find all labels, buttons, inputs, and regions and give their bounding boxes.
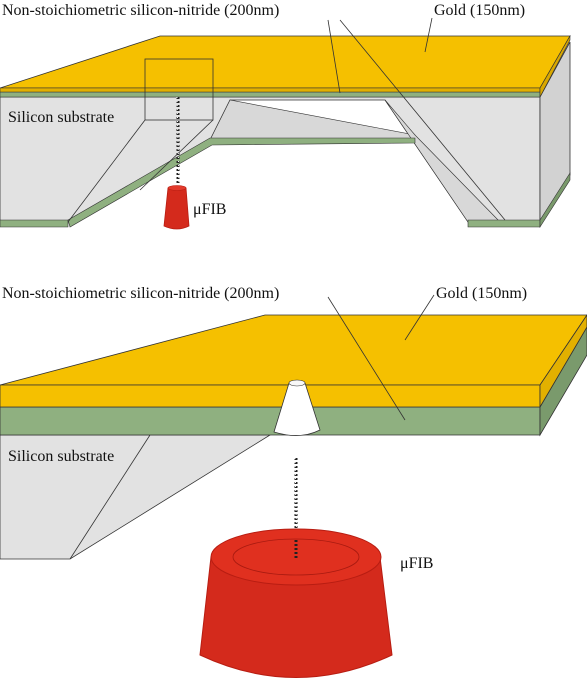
bottom-nitride-label: Non-stoichiometric silicon-nitride (200n… <box>2 285 279 302</box>
top-gold-label: Gold (150nm) <box>434 2 525 19</box>
fib-source-icon <box>199 556 393 678</box>
bottom-nitride-layer <box>0 406 541 436</box>
top-zoom-guide-left <box>67 119 146 223</box>
bottom-gold-edge <box>0 384 541 408</box>
top-gold-surface <box>0 35 571 89</box>
bottom-substrate-label: Silicon substrate <box>8 448 114 465</box>
top-substrate-label: Silicon substrate <box>8 109 114 126</box>
top-gold-side <box>539 34 571 98</box>
fib-source-icon <box>163 187 190 230</box>
top-gold-edge <box>0 87 541 93</box>
top-gold-leader <box>424 17 433 53</box>
bottom-gold-leader <box>404 294 435 341</box>
bottom-fib-label: μFIB <box>400 555 433 572</box>
top-nitride-leader <box>327 19 341 94</box>
bottom-gold-label: Gold (150nm) <box>436 285 527 302</box>
top-zoom-box <box>144 58 214 121</box>
top-panel: Non-stoichiometric silicon-nitride (200n… <box>0 2 571 230</box>
top-pit-left-face <box>209 99 416 141</box>
top-nitride-slope <box>67 137 416 228</box>
bottom-substrate-guide <box>69 434 151 560</box>
top-nitride-label: Non-stoichiometric silicon-nitride (200n… <box>2 2 279 19</box>
bottom-gold-surface <box>0 314 587 386</box>
bottom-gold-side <box>539 314 587 409</box>
top-nitride-bottom-right <box>467 219 541 228</box>
bottom-panel: Non-stoichiometric silicon-nitride (200n… <box>0 285 587 678</box>
top-nitride-bottom-left <box>0 219 69 228</box>
top-fib-label: μFIB <box>193 201 226 218</box>
top-nitride-leader-2 <box>339 19 506 221</box>
bottom-nitride-leader <box>327 296 406 421</box>
top-nitride-layer <box>0 91 541 98</box>
fib-aperture <box>232 538 360 576</box>
top-nitride-right-edge <box>539 171 571 229</box>
